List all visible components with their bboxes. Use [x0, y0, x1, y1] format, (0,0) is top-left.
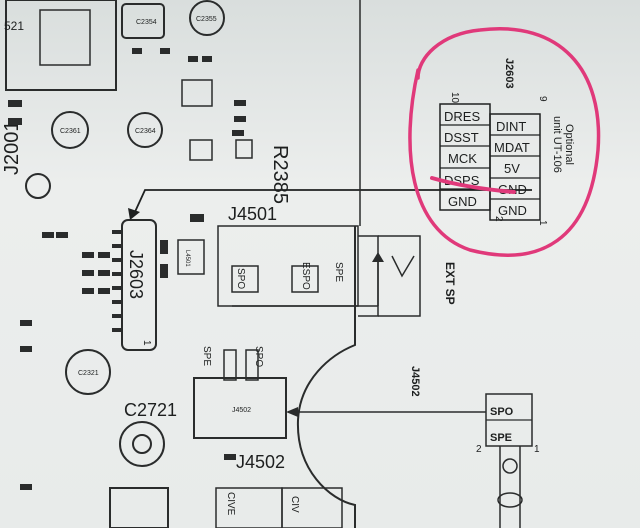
jack-sleeve [378, 235, 421, 317]
c2354-label: C2354 [136, 19, 157, 26]
j4501-espo-pad [291, 265, 319, 293]
j4502-header-ref: J4502 [409, 366, 421, 397]
cap-c2721-outer [119, 421, 165, 467]
j4502-header-spe: SPE [490, 432, 512, 444]
optional-note-line2: unit UT-106 [551, 116, 563, 173]
j4501-espo-label: ESPO [300, 262, 311, 290]
cap-c2361 [51, 111, 89, 149]
cap-c2354 [121, 3, 165, 39]
civ-box-2 [281, 487, 343, 528]
j4502-header-spo: SPO [490, 406, 514, 418]
pin-gnd-right-2: GND [498, 203, 527, 218]
cap-c2364 [127, 112, 163, 148]
connector-pin1-label: 1 [537, 220, 548, 226]
j4501-spe-label: SPE [333, 262, 344, 282]
civ2-label: CIV [289, 496, 300, 513]
pin-dsst: DSST [444, 130, 479, 145]
j4502-chip-outline [193, 377, 287, 439]
jack-arrow [372, 252, 384, 262]
part-small [189, 139, 213, 161]
ic-body [39, 9, 91, 66]
ext-sp-label: EXT SP [443, 262, 457, 305]
j4502-silk-label: J4502 [236, 452, 285, 472]
civ1-label: CIVE [225, 492, 236, 516]
l4501-outline [177, 239, 205, 275]
j4502-pointer-arrow [286, 407, 298, 417]
r2385-label: R2385 [269, 145, 291, 204]
j4502-header-pin2: 2 [476, 444, 482, 455]
j4502-bead-2 [497, 492, 523, 508]
c2721-label: C2721 [124, 400, 177, 420]
c2364-label: C2364 [135, 128, 156, 135]
connector-pin10-label: 10 [449, 92, 460, 104]
j2603-silk-pins [112, 230, 122, 332]
j2603-silk-label: J2603 [126, 250, 146, 299]
j2001-label: J2001 [1, 121, 23, 176]
pin-5v: 5V [504, 161, 520, 176]
j4502-pin-spo [245, 349, 259, 381]
jack-tip [391, 255, 415, 278]
connector-pin2-label: 2 [493, 216, 504, 222]
signal-wire-arrow [128, 208, 140, 220]
cap-c2355 [189, 0, 225, 36]
cap-c2721-inner [132, 434, 152, 454]
cap-small-left [25, 173, 51, 199]
pcb-edge [296, 226, 356, 528]
optional-note-line1: Optional [563, 124, 575, 165]
jack-body [358, 235, 379, 317]
pin-mck: MCK [448, 151, 477, 166]
j4502-pin-spe [223, 349, 237, 381]
j4502-chip-label: J4502 [232, 407, 251, 414]
highlight-stroke [430, 176, 516, 194]
j2603-silk-pin1: 1 [141, 340, 152, 346]
connector-pin-grid [439, 103, 541, 221]
pin-dint: DINT [496, 119, 526, 134]
connector-pin9-label: 9 [537, 96, 548, 102]
c2361-label: C2361 [60, 128, 81, 135]
j4502-header-pin1: 1 [534, 444, 540, 455]
part-r2385-body [181, 79, 213, 107]
j4501-spo-pad [231, 265, 259, 293]
part-bottom-left [109, 487, 169, 528]
pin-dres: DRES [444, 109, 480, 124]
j2603-silk-outline [121, 219, 157, 351]
ic-outline [5, 0, 117, 91]
signal-wire [133, 189, 532, 215]
j4501-label: J4501 [228, 204, 277, 224]
cap-c2321 [65, 349, 111, 395]
j4502-chip-spe: SPE [201, 346, 212, 366]
pin-mdat: MDAT [494, 140, 530, 155]
pin-gnd-left: GND [448, 194, 477, 209]
j4501-spo-label: SPO [235, 268, 246, 289]
pin-gnd-right-1: GND [498, 182, 527, 197]
j4502-bead-1 [502, 458, 518, 474]
c2321-label: C2321 [78, 370, 99, 377]
part-small2 [235, 139, 253, 159]
connector-ref-label: J2603 [503, 58, 515, 89]
num-521-label: 521 [4, 19, 24, 33]
smd-pads [8, 48, 246, 490]
l4501-label: L4501 [184, 250, 190, 267]
highlight-circle [408, 27, 601, 257]
c2355-label: C2355 [196, 16, 217, 23]
